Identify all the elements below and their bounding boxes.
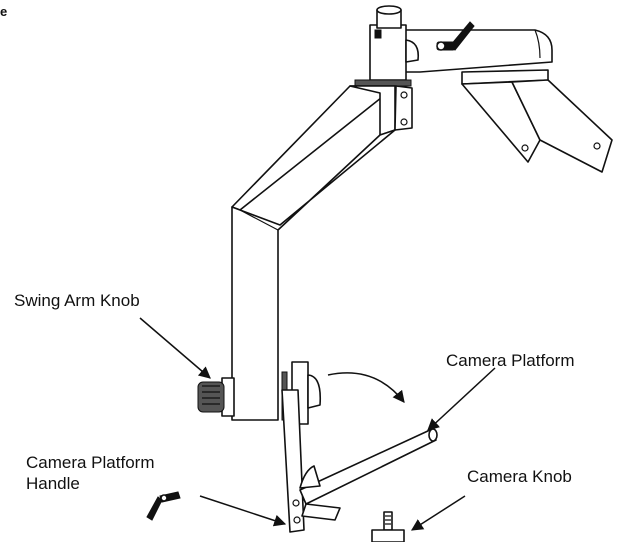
swing-arm-knob-label: Swing Arm Knob	[14, 291, 140, 310]
right-bracket	[461, 69, 613, 173]
top-arm-lever	[436, 21, 475, 51]
camera-platform-handle-arrow	[199, 495, 287, 527]
camera-knob-arrow	[410, 495, 466, 531]
camera-platform-handle-label-line1: Camera Platform	[26, 453, 155, 472]
swing-arm-knob-arrow	[139, 317, 211, 379]
main-arm	[231, 85, 413, 421]
camera-platform-label: Camera Platform	[446, 351, 575, 370]
top-arm	[404, 29, 553, 73]
top-post	[354, 5, 420, 87]
camera-platform-handle-label-line2: Handle	[26, 474, 80, 493]
detached-handle	[146, 491, 181, 521]
rotation-arrow	[327, 372, 405, 403]
platform-bar	[299, 428, 438, 521]
camera-knob-part	[371, 511, 405, 543]
camera-platform-arrow	[427, 367, 496, 431]
cropped-edge-text: e	[0, 4, 8, 19]
camera-knob-label: Camera Knob	[467, 467, 572, 486]
swing-arm-knob-part	[197, 377, 235, 417]
platform-handle	[281, 389, 305, 533]
